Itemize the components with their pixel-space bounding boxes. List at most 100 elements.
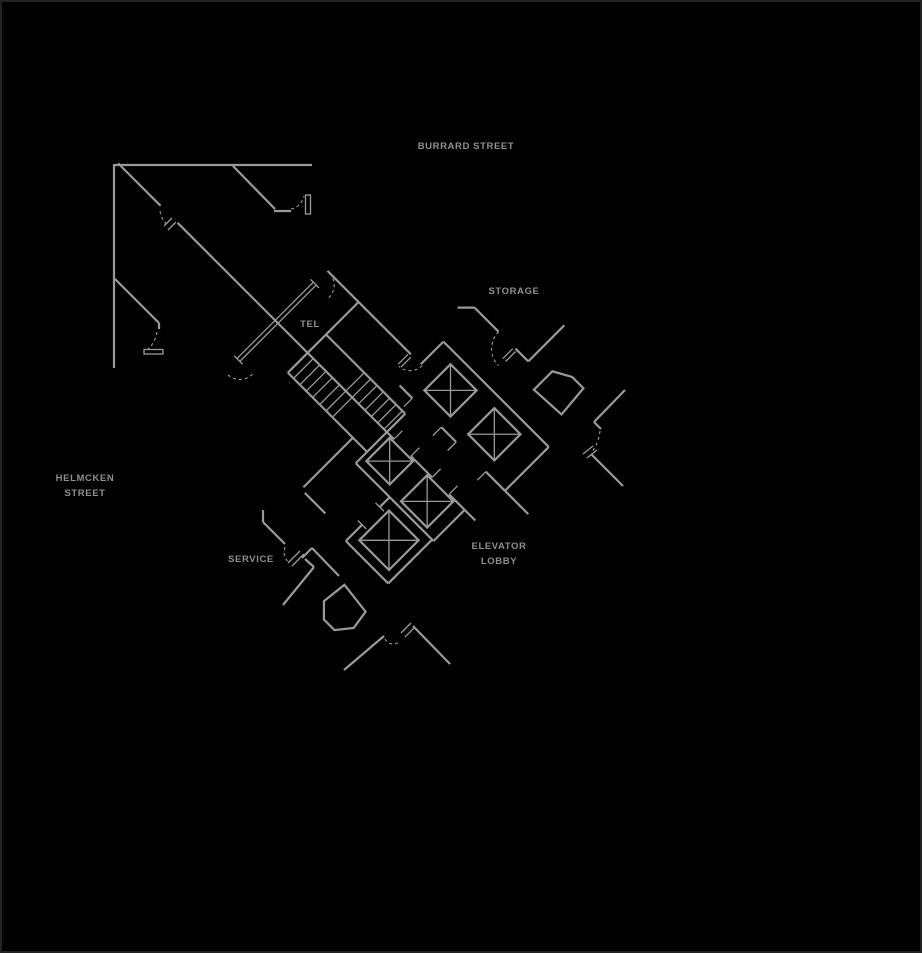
entry-door-main-wall xyxy=(159,210,177,231)
door-leaf-icon xyxy=(143,348,164,355)
door-jamb-icon xyxy=(163,217,173,227)
service-elevator-shaft xyxy=(345,496,433,585)
elevator-cab-c xyxy=(364,436,415,486)
shaft-east-wall xyxy=(387,538,433,585)
shaft-east-wall xyxy=(504,446,550,492)
vestibule-diagonal-wall xyxy=(232,165,276,210)
door-swing-arc-icon xyxy=(226,373,253,380)
elevator-cab-a xyxy=(422,362,479,419)
door-jamb-icon xyxy=(505,351,517,362)
stair-treads-upper-flight xyxy=(345,372,403,430)
stair-north-wall xyxy=(325,333,407,415)
vestibule-wall xyxy=(304,558,315,568)
shaft-lobby-wall xyxy=(485,470,506,492)
door-jamb-icon xyxy=(400,356,412,368)
door-swing-arc-icon xyxy=(328,271,335,299)
wall-segment xyxy=(176,222,395,440)
main-diagonal-wall xyxy=(117,162,477,522)
door-swing-arc-icon xyxy=(147,331,158,350)
shaft-north-wall xyxy=(442,340,550,448)
stairs xyxy=(287,333,407,464)
door-swing-arc-icon xyxy=(159,210,168,225)
demising-wall xyxy=(590,453,624,487)
vestibule-wall xyxy=(262,521,286,545)
tel-west-wall xyxy=(239,284,317,362)
door-jamb-icon xyxy=(233,355,244,365)
label-burrard-street: BURRARD STREET xyxy=(418,141,515,152)
door-jamb-icon xyxy=(397,353,409,365)
corridor-south-wall xyxy=(304,492,327,515)
tel-room xyxy=(226,270,412,380)
building-core xyxy=(117,162,585,632)
door-jamb-icon xyxy=(310,278,320,289)
lobby-corridor-wall xyxy=(504,490,530,515)
entry-door-top xyxy=(290,194,312,215)
label-helmcken: HELMCKEN xyxy=(56,473,115,484)
elevator-bank-2 xyxy=(354,430,466,542)
door-jamb-icon xyxy=(502,348,514,360)
door-swing-arc-icon xyxy=(384,638,401,645)
vestibule-wall xyxy=(311,547,340,577)
door-jamb-icon xyxy=(400,622,412,634)
door-jamb-icon xyxy=(357,520,367,530)
storage-east-wall xyxy=(527,324,566,363)
door-leaf-icon xyxy=(304,194,312,215)
shaft-west-wall xyxy=(379,496,391,508)
storage-south-wall xyxy=(514,347,530,363)
label-lobby: LOBBY xyxy=(481,556,517,567)
tel-west-wall xyxy=(236,281,314,360)
door-jamb-icon xyxy=(447,441,457,451)
tel-north-wall xyxy=(326,270,412,356)
door-jamb-icon xyxy=(375,502,385,512)
tenant-wall xyxy=(593,421,602,430)
door-jamb-icon xyxy=(291,553,305,567)
door-jamb-icon xyxy=(167,221,177,231)
label-service: SERVICE xyxy=(228,554,274,565)
west-diagonal-wall xyxy=(114,278,160,324)
wall-segment xyxy=(117,162,162,207)
service-vestibule xyxy=(261,510,340,606)
washroom-south-outline xyxy=(322,583,368,632)
door-jamb-icon xyxy=(431,468,442,478)
shaft-south-wall xyxy=(354,462,435,542)
door-swing-arc-icon xyxy=(290,195,305,210)
corridor-west-wall xyxy=(302,436,354,489)
wall-segment xyxy=(410,455,433,479)
door-jamb-icon xyxy=(393,430,403,440)
shaft-east-wall xyxy=(432,509,466,542)
elevator-cab-d xyxy=(399,473,455,530)
door-swing-arc-icon xyxy=(490,331,499,367)
storage-room xyxy=(457,306,566,367)
storage-chamfer-wall xyxy=(457,306,475,309)
shaft-west-wall xyxy=(420,340,445,366)
door-jamb-icon xyxy=(432,426,442,437)
stair-south-wall xyxy=(287,371,368,453)
shaft-lobby-wall xyxy=(440,426,457,443)
exterior-walls xyxy=(112,163,312,368)
elevator-cab-b xyxy=(466,406,523,462)
label-helmcken-street: STREET xyxy=(64,488,105,499)
storage-south-wall xyxy=(473,306,500,333)
door-swing-arc-icon xyxy=(283,546,291,564)
demising-wall xyxy=(412,625,451,665)
elevator-cab-e xyxy=(357,509,421,572)
tenant-wall xyxy=(593,389,626,423)
door-jamb-icon xyxy=(287,550,301,564)
door-jamb-icon xyxy=(476,471,487,481)
plan-labels: BURRARD STREET STORAGE TEL HELMCKEN STRE… xyxy=(56,141,539,567)
label-tel: TEL xyxy=(300,319,320,330)
door-jamb-icon xyxy=(582,445,594,455)
stair-treads-lower-flight xyxy=(293,358,353,418)
shaft-south-wall xyxy=(345,540,390,585)
door-jamb-icon xyxy=(404,626,416,638)
door-jamb-icon xyxy=(448,485,459,495)
wall-segment xyxy=(448,493,477,522)
door-swing-arc-icon xyxy=(590,430,601,454)
door-jamb-icon xyxy=(403,397,413,408)
door-jamb-icon xyxy=(410,447,420,457)
shaft-west-wall xyxy=(345,523,363,542)
washroom-north-outline xyxy=(532,370,585,417)
label-storage: STORAGE xyxy=(488,286,539,297)
